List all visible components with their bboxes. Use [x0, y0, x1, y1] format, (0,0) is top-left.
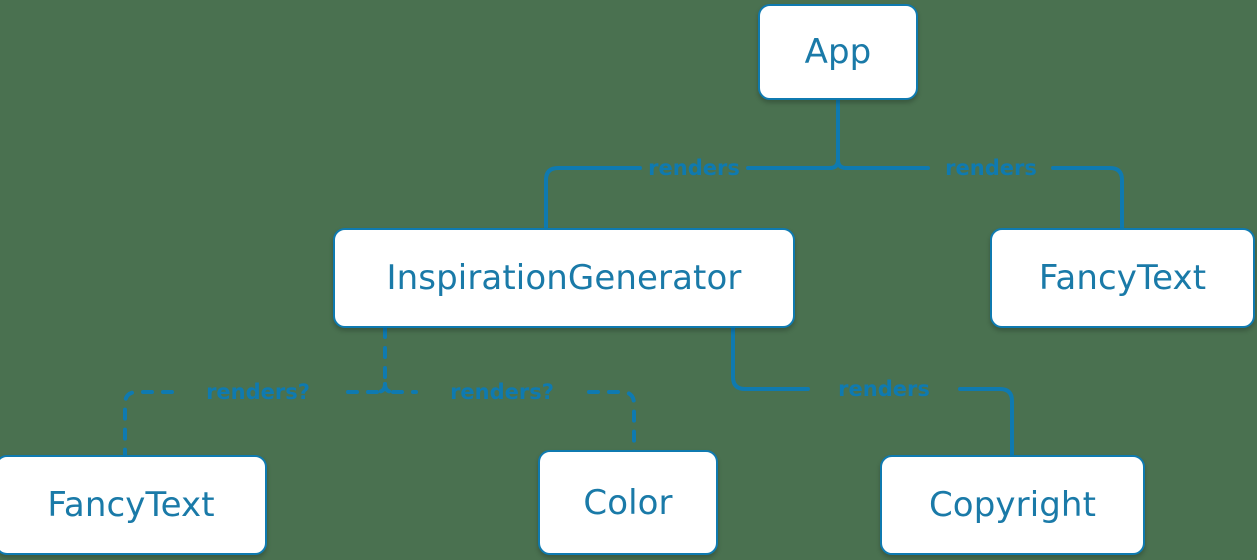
edge-label-inspiration-copyright: renders — [838, 377, 930, 401]
node-fancytext-bottom[interactable]: FancyText — [0, 455, 267, 555]
edge-app-to-inspiration-b — [544, 166, 642, 230]
node-fancytext-right[interactable]: FancyText — [990, 228, 1255, 328]
edge-label-app-inspiration: renders — [648, 156, 740, 180]
edge-label-inspiration-color: renders? — [450, 380, 554, 404]
node-color[interactable]: Color — [538, 450, 718, 555]
edge-inspiration-to-copyright-a — [731, 326, 810, 391]
node-copyright[interactable]: Copyright — [880, 455, 1145, 555]
edge-label-app-fancytext: renders — [945, 156, 1037, 180]
edge-inspiration-dashed-split-right — [383, 382, 395, 394]
edge-app-to-fancytext-b — [1051, 166, 1124, 230]
edge-inspiration-to-color-b — [587, 390, 636, 454]
node-app-label: App — [804, 32, 872, 72]
node-fancytext-right-label: FancyText — [1038, 258, 1207, 298]
node-app[interactable]: App — [758, 4, 918, 100]
node-inspirationgenerator-label: InspirationGenerator — [386, 258, 742, 298]
node-fancytext-bottom-label: FancyText — [47, 485, 215, 525]
node-inspirationgenerator[interactable]: InspirationGenerator — [333, 228, 795, 328]
node-copyright-label: Copyright — [928, 485, 1097, 525]
node-color-label: Color — [583, 482, 673, 523]
edge-app-trunk-right — [836, 98, 848, 170]
edge-inspiration-to-fancytext-b — [123, 390, 174, 457]
edge-inspiration-to-copyright-b — [958, 387, 1014, 457]
edge-label-inspiration-fancytext: renders? — [206, 380, 310, 404]
